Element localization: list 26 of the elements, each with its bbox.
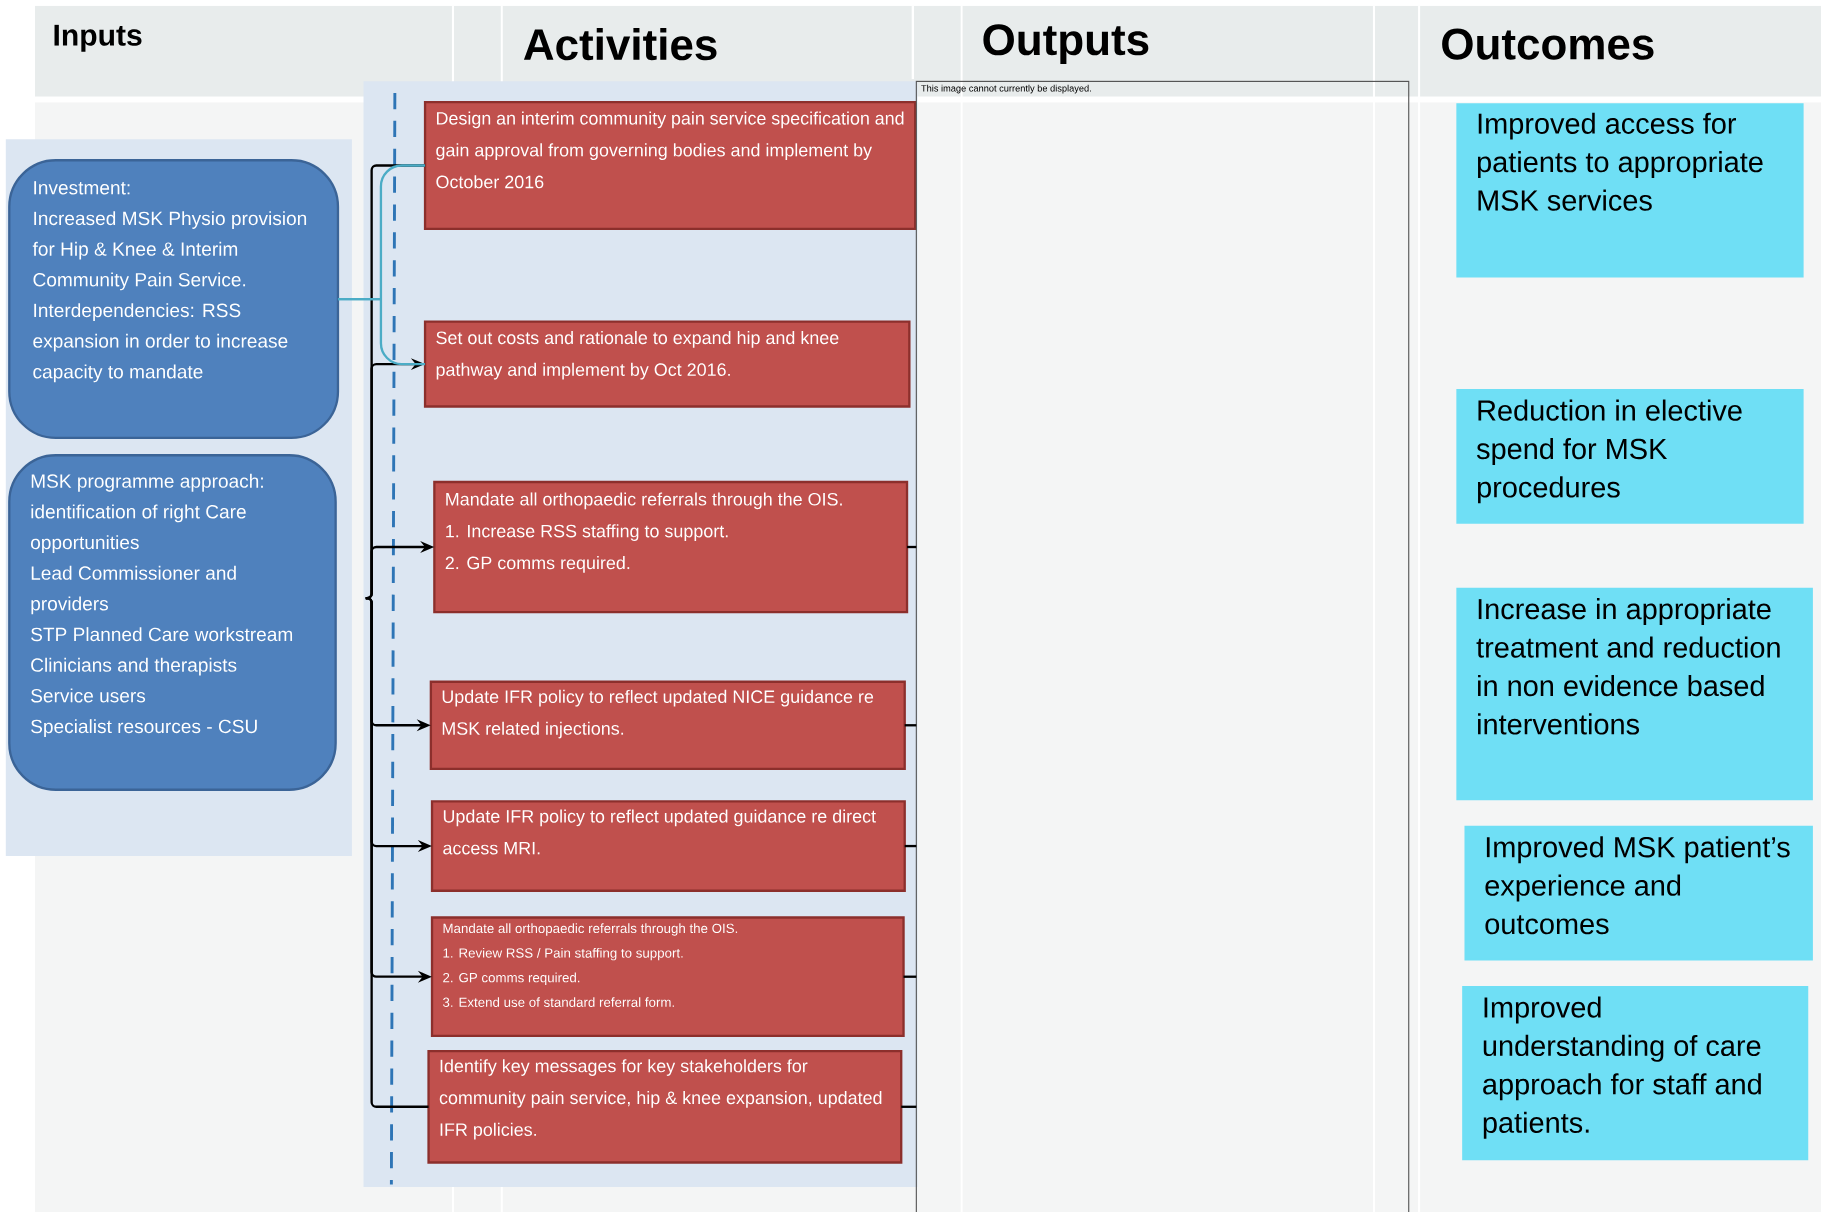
connector-line (904, 723, 917, 727)
activity-box: Mandate all orthopaedic referrals through the OIS. 1. Review RSS / Pain staffing to support. 2. GP comms required. 3. Extend use of standard referral form. (430, 916, 905, 1037)
activity-box: Update IFR policy to reflect updated guidance re direct access MRI. (430, 799, 906, 892)
outcome-box: Increase in appropriate treatment and reduction in non evidence based interventions (1456, 587, 1813, 800)
activity-box: Update IFR policy to reflect updated NICE guidance re MSK related injections. (429, 680, 906, 770)
activity-box: Identify key messages for key stakeholders for community pain service, hip & knee expansion, updated IFR policies. (427, 1049, 903, 1164)
column-heading: Outputs (983, 24, 1149, 64)
outcome-box: Improved MSK patient’s experience and outcomes (1464, 825, 1813, 961)
outcome-box: Improved understanding of care approach for staff and patients. (1462, 985, 1809, 1160)
input-box: MSK programme approach: identification of right Care opportunities Lead Commissioner and providers STP Planned Care workstream Clinicians and therapists Service users Specialist resources - CSU (8, 453, 337, 791)
connector-line (904, 844, 917, 847)
outcome-box: Reduction in elective spend for MSK procedures (1456, 388, 1804, 524)
image-placeholder-frame: This image cannot currently be displayed. (915, 80, 1410, 1212)
activity-box: Design an interim community pain service specification and gain approval from governing bodies and implement by October 2016 (423, 100, 917, 230)
activity-box: Mandate all orthopaedic referrals through the OIS. 1. Increase RSS staffing to support. 2. GP comms required. (433, 480, 909, 613)
connector-line (336, 297, 427, 366)
bracket-line (365, 596, 429, 1108)
connector-line (903, 975, 917, 978)
input-box: Investment: Increased MSK Physio provision for Hip & Knee & Interim Community Pain Service. Interdependencies: RSS expansion in order to increase capacity to mandate (8, 158, 340, 439)
column-heading: Outcomes (1442, 28, 1654, 60)
connector-line (907, 545, 917, 548)
column-heading: Activities (523, 27, 717, 61)
activity-box: Set out costs and rationale to expand hip and knee pathway and implement by Oct 2016. (423, 320, 911, 408)
connector-line (901, 1105, 917, 1108)
outcome-box: Improved access for patients to appropriate MSK services (1456, 103, 1804, 278)
column-heading: Inputs (54, 24, 142, 52)
